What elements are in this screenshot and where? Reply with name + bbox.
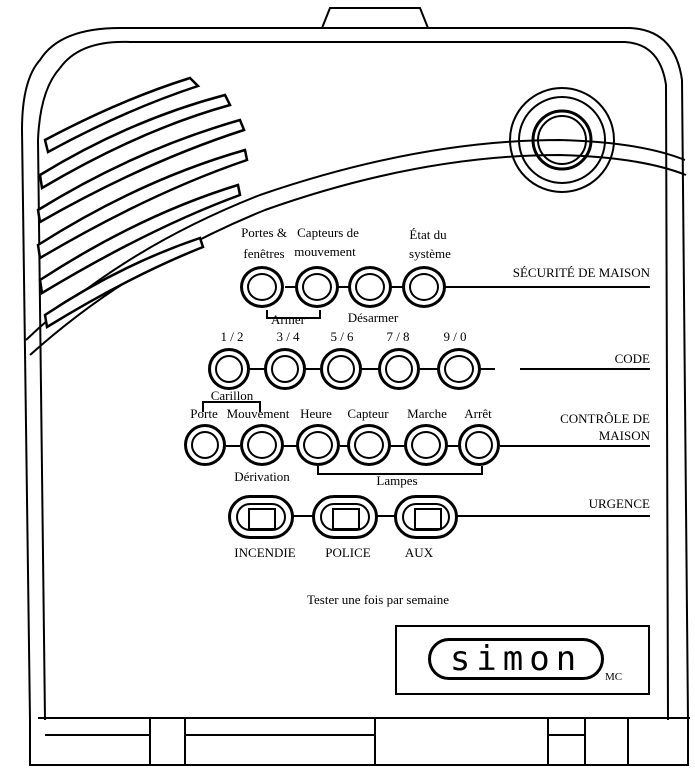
code-button-2-label: 3 / 4 — [276, 329, 300, 344]
lamps-sensor-button[interactable] — [347, 424, 391, 466]
code-button-1-label: 1 / 2 — [220, 329, 244, 344]
code-row-label: CODE — [614, 351, 650, 366]
weekly-test-note: Tester une fois par semaine — [306, 592, 450, 607]
security-button-1-label-line2: fenêtres — [243, 246, 285, 261]
lamps-on-button[interactable] — [404, 424, 448, 466]
code-5-6-button[interactable] — [320, 348, 362, 390]
security-row-label: SÉCURITÉ DE MAISON — [512, 265, 650, 280]
home-control-button-2-label: Mouvement — [226, 406, 290, 421]
home-control-row-label-line1: CONTRÔLE DE — [560, 411, 650, 426]
chime-door-button[interactable] — [184, 424, 226, 466]
disarm-label: Désarmer — [347, 310, 399, 325]
motion-sensors-arm-button[interactable] — [295, 266, 339, 308]
simon-logo: simon — [428, 638, 604, 680]
home-control-button-6-label: Arrêt — [464, 406, 492, 421]
fire-label: INCENDIE — [234, 545, 296, 560]
disarm-button[interactable] — [348, 266, 392, 308]
security-button-1-label-line1: Portes & — [241, 225, 287, 240]
home-control-row-label-line2: MAISON — [598, 428, 650, 443]
police-button-window — [332, 508, 360, 530]
lamps-label: Lampes — [376, 473, 418, 488]
home-control-button-3-label: Heure — [300, 406, 332, 421]
security-button-4-label-line1: État du — [409, 227, 447, 242]
logo-plate — [395, 625, 650, 695]
doors-windows-arm-button[interactable] — [240, 266, 284, 308]
system-status-button[interactable] — [402, 266, 446, 308]
police-emergency-button[interactable] — [312, 495, 378, 539]
code-9-0-button[interactable] — [437, 348, 481, 390]
code-button-5-label: 9 / 0 — [443, 329, 467, 344]
chime-label: Carillon — [210, 388, 254, 403]
code-button-4-label: 7 / 8 — [386, 329, 410, 344]
chime-motion-button[interactable] — [240, 424, 284, 466]
lamps-time-button[interactable] — [296, 424, 340, 466]
code-3-4-button[interactable] — [264, 348, 306, 390]
fire-button-window — [248, 508, 276, 530]
emergency-row-label: URGENCE — [588, 496, 650, 511]
code-1-2-button[interactable] — [208, 348, 250, 390]
police-label: POLICE — [325, 545, 371, 560]
aux-emergency-button[interactable] — [394, 495, 458, 539]
fire-emergency-button[interactable] — [228, 495, 294, 539]
logo-mark: MC — [605, 671, 623, 683]
code-button-3-label: 5 / 6 — [330, 329, 354, 344]
security-button-4-label-line2: système — [409, 246, 451, 261]
home-control-button-5-label: Marche — [407, 406, 447, 421]
bypass-label: Dérivation — [234, 469, 290, 484]
arm-label: Armer — [271, 312, 305, 327]
home-control-button-1-label: Porte — [190, 406, 218, 421]
code-7-8-button[interactable] — [378, 348, 420, 390]
security-button-2-label-line2: mouvement — [294, 244, 356, 259]
aux-button-window — [414, 508, 442, 530]
home-control-button-4-label: Capteur — [347, 406, 389, 421]
security-button-2-label-line1: Capteurs de — [297, 225, 359, 240]
aux-label: AUX — [404, 545, 434, 560]
lamps-off-button[interactable] — [458, 424, 500, 466]
